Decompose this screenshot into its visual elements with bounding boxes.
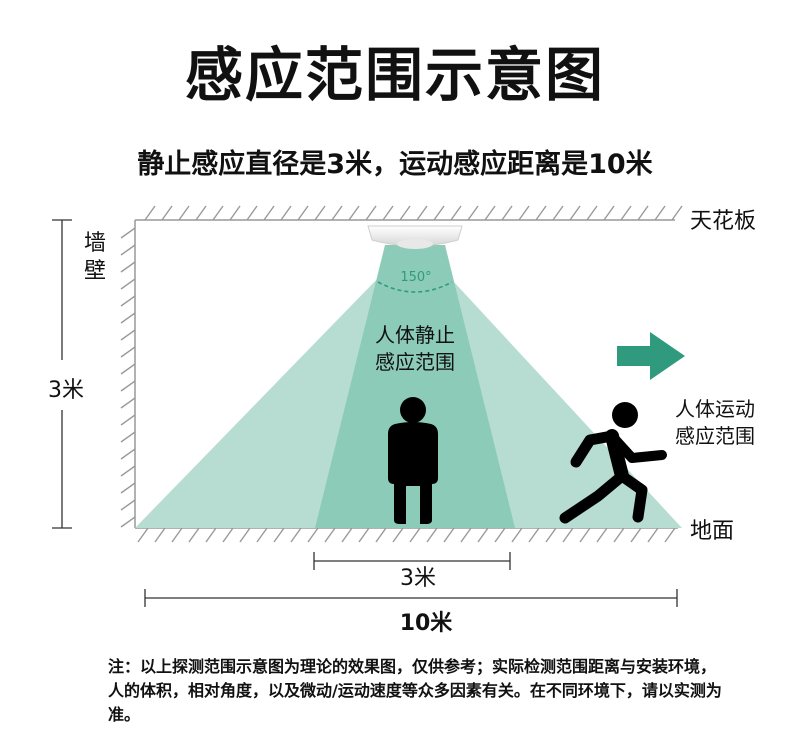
running-person-icon [559, 402, 667, 524]
motion-distance-label: 10米 [399, 611, 453, 636]
static-diameter-dimension [313, 552, 511, 570]
floor-label: 地面 [690, 519, 735, 544]
wall-height-label: 3米 [48, 378, 84, 403]
wall-label-text: 墙壁 [83, 231, 106, 284]
static-zone-label-line1: 人体静止 [375, 323, 455, 347]
static-zone-label: 人体静止 感应范围 [355, 322, 475, 376]
static-diameter-label: 3米 [400, 566, 436, 591]
motion-direction-arrow-icon [617, 332, 685, 380]
disclaimer-note: 注：以上探测范围示意图为理论的效果图，仅供参考；实际检测范围距离与安装环境，人的… [108, 657, 722, 724]
motion-distance-dimension [144, 589, 678, 607]
motion-zone-label-line1: 人体运动 [675, 397, 755, 421]
motion-zone-label-line2: 感应范围 [675, 424, 755, 448]
floor-hatch [137, 527, 676, 543]
static-detection-zone [315, 245, 515, 528]
ceiling-hatch [144, 205, 683, 221]
detection-angle-label: 150° [400, 270, 431, 285]
ceiling-label: 天花板 [690, 209, 757, 234]
diagram-subtitle: 静止感应直径是3米，运动感应距离是10米 [137, 149, 653, 180]
standing-person-icon [388, 397, 438, 524]
static-zone-label-line2: 感应范围 [375, 350, 455, 374]
wall-height-dimension [52, 219, 72, 529]
wall-label: 墙壁 [80, 230, 110, 286]
wall-hatch [120, 227, 136, 528]
diagram-title: 感应范围示意图 [184, 41, 605, 109]
detection-angle-arc [377, 281, 453, 293]
motion-zone-label: 人体运动 感应范围 [660, 396, 770, 450]
ceiling-sensor-icon [367, 225, 463, 249]
